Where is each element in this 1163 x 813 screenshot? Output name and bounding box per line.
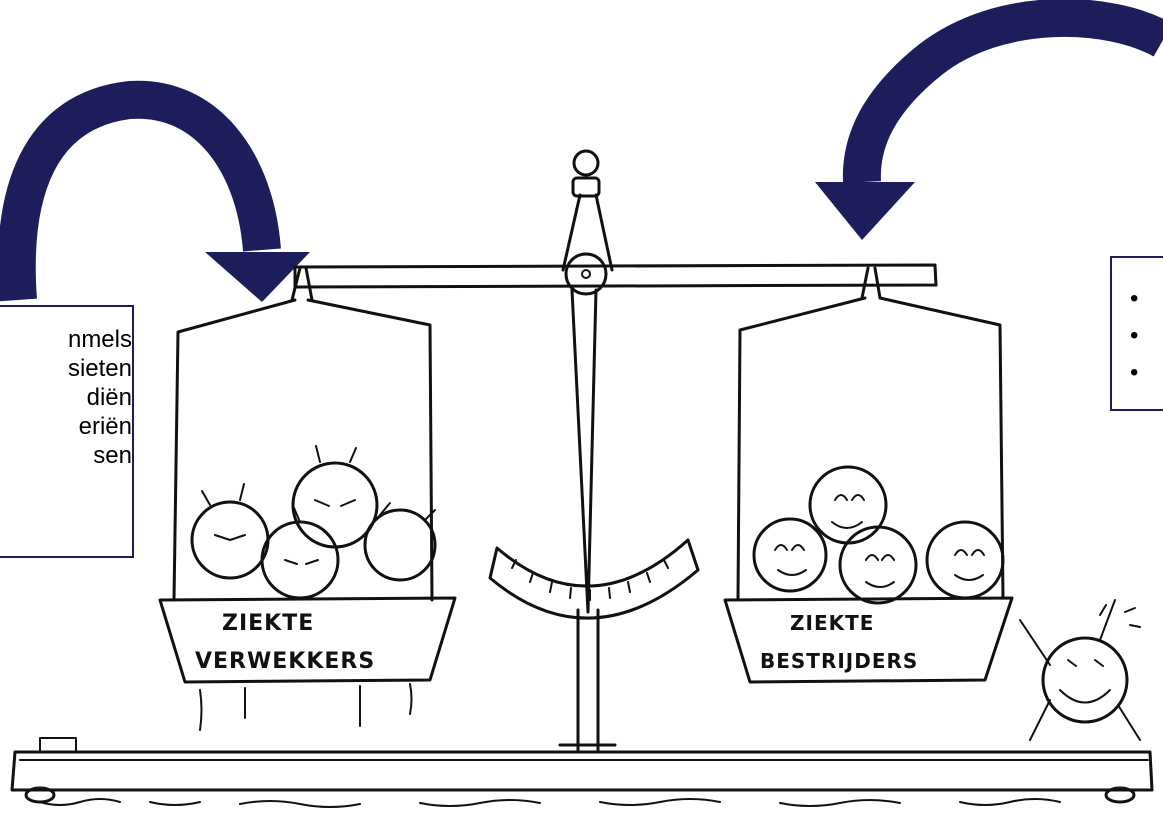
- left-basket-label-1: ZIEKTE: [222, 611, 314, 636]
- pushing-figure: [1019, 599, 1141, 741]
- left-pan: ZIEKTE VERWEKKERS: [158, 266, 457, 731]
- scale-dial: [488, 538, 700, 620]
- left-callout-line: sen: [93, 442, 132, 469]
- scale-beam: [293, 263, 938, 289]
- left-callout-line: eriën: [78, 413, 132, 440]
- left-basket-label-2: VERWEKKERS: [195, 649, 375, 674]
- right-basket-label-1: ZIEKTE: [790, 611, 874, 635]
- left-callout-line: diën: [86, 384, 132, 411]
- right-basket-label-2: BESTRIJDERS: [760, 649, 918, 673]
- left-callout-line: sieten: [67, 355, 132, 382]
- left-callout-line: nmels: [67, 326, 132, 353]
- scale-base: [10, 737, 1154, 808]
- right-callout-bullet: •: [1130, 359, 1139, 386]
- left-callout-box: nmels sieten diën eriën sen: [0, 305, 134, 558]
- right-callout-box: • • •: [1110, 256, 1163, 411]
- right-callout-bullet: •: [1130, 322, 1139, 349]
- right-curved-arrow: [815, 0, 1163, 240]
- right-callout-bullet: •: [1130, 285, 1139, 312]
- left-curved-arrow: [0, 80, 310, 302]
- scale-post: [558, 149, 617, 754]
- right-pan: ZIEKTE BESTRIJDERS: [723, 266, 1014, 684]
